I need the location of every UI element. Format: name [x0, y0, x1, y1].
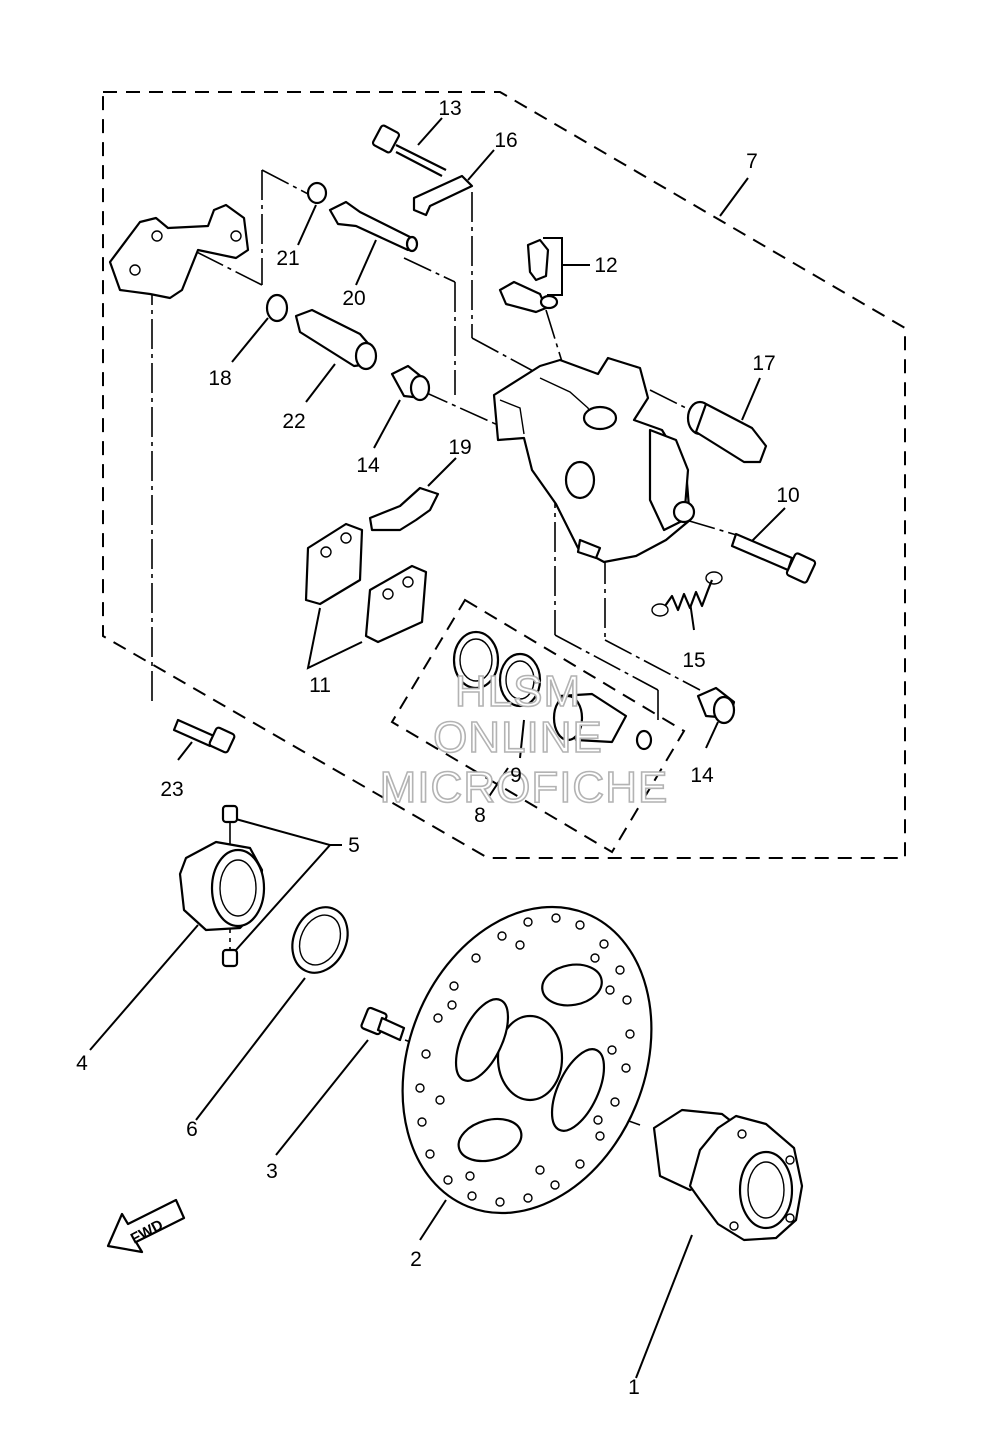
- callout-3: 3: [266, 1160, 278, 1183]
- leader-lines: [89, 117, 786, 1379]
- callout-2: 2: [410, 1248, 422, 1271]
- part-2-brake-disc: [401, 905, 653, 1215]
- part-9-seals-piston: [452, 630, 653, 751]
- callout-5: 5: [348, 834, 360, 857]
- caliper-body: [492, 356, 696, 564]
- part-3-disc-bolt: [360, 1006, 406, 1042]
- callout-20: 20: [342, 287, 365, 310]
- watermark-line-2: ONLINE: [433, 713, 603, 762]
- part-10-bolt: [730, 532, 817, 584]
- callout-4: 4: [76, 1052, 88, 1075]
- watermark: HLSM ONLINE MICROFICHE: [379, 666, 669, 813]
- watermark-line-3: MICROFICHE: [380, 763, 669, 812]
- part-6-washer-ring: [291, 906, 349, 974]
- part-5-set-screw-lower: [221, 948, 239, 968]
- callout-17: 17: [752, 352, 775, 375]
- callout-21: 21: [276, 247, 299, 270]
- disc-vent-holes: [415, 913, 635, 1207]
- caliper-bracket: [108, 203, 250, 300]
- callout-1: 1: [628, 1376, 640, 1399]
- part-14-boot-upper: [390, 364, 431, 402]
- callout-18: 18: [208, 367, 231, 390]
- bracket-hole-right: [230, 230, 242, 242]
- part-12-bleed-screw: [498, 238, 559, 314]
- callout-16: 16: [494, 129, 517, 152]
- bracket-hole-lower: [129, 264, 141, 276]
- part-20-slide-pin: [328, 200, 419, 253]
- callout-23: 23: [160, 778, 183, 801]
- piston-seal-kit-boundary: [390, 598, 686, 854]
- part-16-retaining-clip: [412, 174, 474, 217]
- part-17-pin: [686, 400, 768, 464]
- callout-15: 15: [682, 649, 705, 672]
- callout-12: 12: [594, 254, 617, 277]
- part-23-bolt: [172, 718, 236, 754]
- caliper-assembly-boundary: [102, 91, 906, 859]
- callout-14-lower: 14: [690, 764, 714, 787]
- callout-8: 8: [474, 804, 486, 827]
- part-5-set-screw-upper: [221, 804, 239, 824]
- part-11-brake-pads: [304, 522, 428, 644]
- callout-6: 6: [186, 1118, 198, 1141]
- fwd-arrow-icon: FWD: [106, 1198, 186, 1254]
- part-15-spring: [651, 571, 723, 617]
- part-22-sleeve-pin: [294, 308, 378, 371]
- callout-10: 10: [776, 484, 799, 507]
- callout-9: 9: [510, 764, 522, 787]
- part-18-washer: [265, 293, 289, 323]
- callout-7: 7: [746, 150, 758, 173]
- bracket-hole-upper: [151, 230, 163, 242]
- callouts: 13 16 7 12 21 20 17 18 22 14 19 10 15 11…: [76, 97, 800, 1399]
- part-1-hub: [652, 1108, 804, 1242]
- part-19-pad-spring: [368, 486, 440, 532]
- callout-11: 11: [309, 674, 331, 697]
- watermark-line-1: HLSM: [455, 667, 581, 716]
- part-14-boot-lower: [696, 686, 736, 725]
- callout-19: 19: [448, 436, 471, 459]
- part-21-washer: [306, 181, 328, 205]
- part-4-hub-nut: [178, 840, 266, 932]
- part-13-pin-bolt: [371, 124, 447, 177]
- callout-14-upper: 14: [356, 454, 380, 477]
- callout-13: 13: [438, 97, 461, 120]
- callout-22: 22: [282, 410, 305, 433]
